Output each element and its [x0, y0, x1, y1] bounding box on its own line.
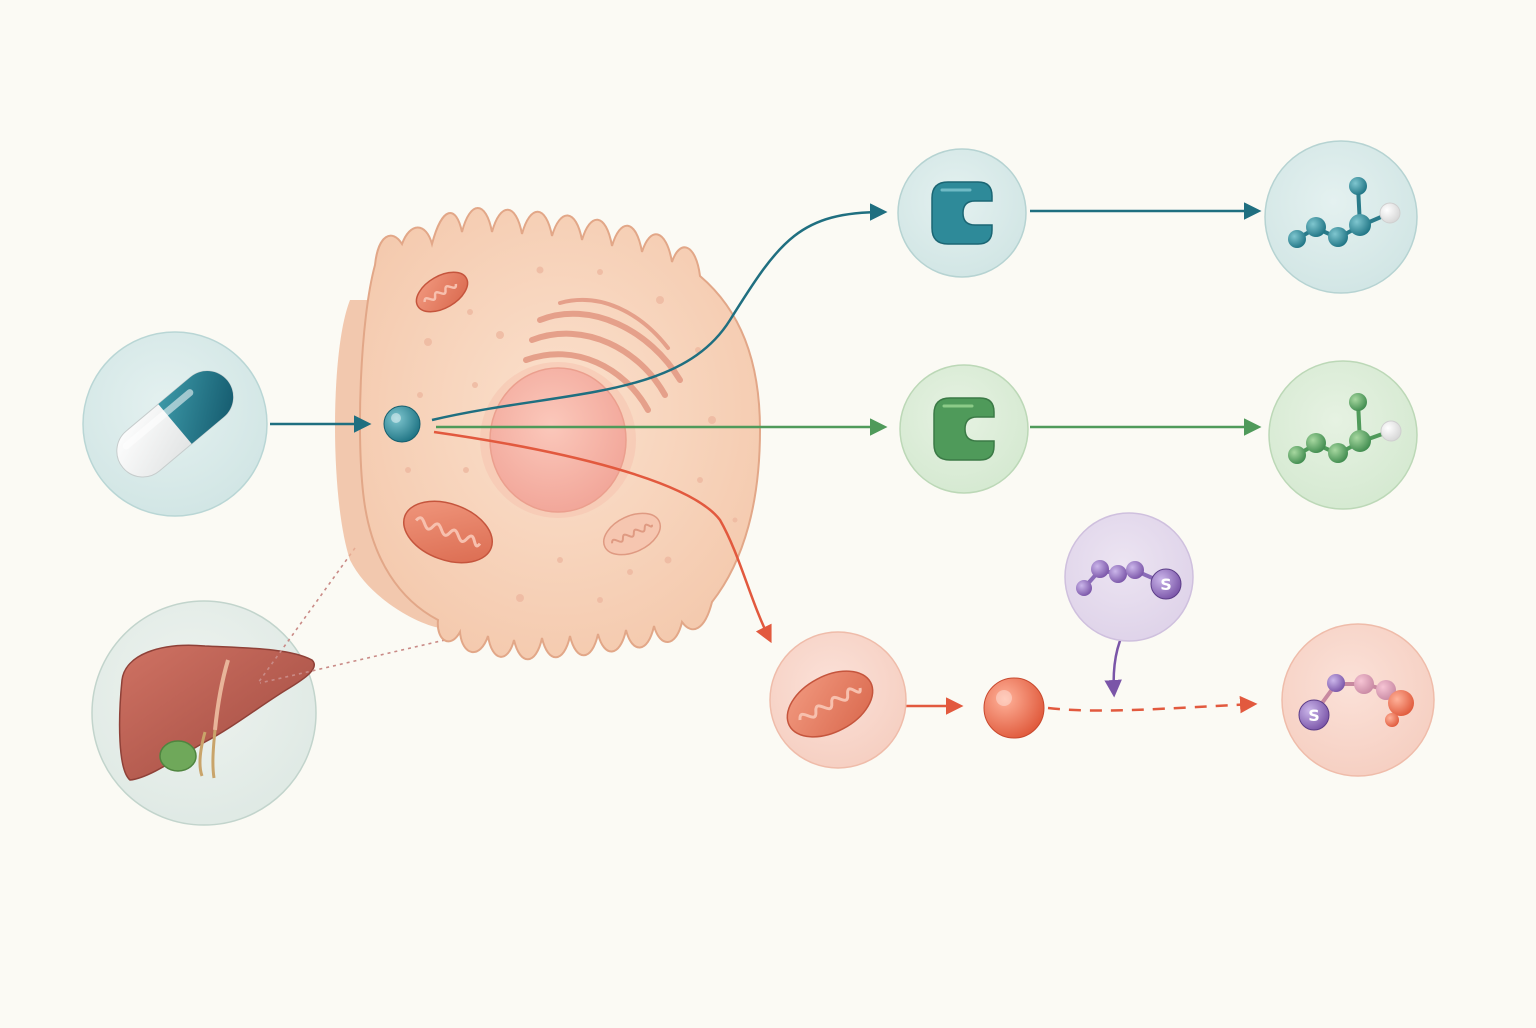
- metabolite-2-node: [1268, 360, 1418, 510]
- arrow-intermediate-to-conjugate: [1047, 695, 1258, 714]
- mitochondrion-top: [415, 271, 469, 313]
- metabolite-1-node: [1264, 140, 1418, 294]
- liver-node: [91, 600, 317, 826]
- enzyme-2-node: [899, 364, 1029, 494]
- sulfur-donor-node: S: [1064, 512, 1194, 642]
- mitochondrion-icon: [786, 670, 874, 738]
- sulfate-symbol: S: [1160, 575, 1172, 594]
- conjugate-sulfate-symbol: S: [1308, 706, 1320, 725]
- sulfur-molecule-icon: S: [1076, 560, 1182, 600]
- nucleus: [480, 362, 636, 518]
- pathway-arrows: [270, 202, 1262, 715]
- cytoplasm-granules: [405, 266, 738, 603]
- arrow-to-mitochondrion: [433, 430, 772, 644]
- drug-molecule: [383, 405, 421, 443]
- molecule-atoms: [1288, 393, 1371, 464]
- drug-node: [82, 331, 268, 517]
- mitochondrion-right: [603, 512, 661, 556]
- golgi-apparatus: [523, 298, 683, 413]
- molecule-atoms: [1288, 177, 1371, 248]
- liver-icon: [118, 644, 315, 781]
- conjugate-node: S: [1281, 623, 1435, 777]
- capsule-icon: [116, 370, 234, 478]
- enzyme-1-node: [897, 148, 1027, 278]
- enzyme-c-icon: [933, 397, 995, 461]
- reactive-intermediate: [983, 677, 1045, 739]
- mitochondrion-bottom: [402, 500, 494, 564]
- mitochondrion-node: [769, 631, 907, 769]
- arrow-to-enzyme-1: [431, 203, 888, 422]
- enzyme-c-icon: [931, 181, 993, 245]
- conjugate-molecule-icon: S: [1298, 674, 1414, 731]
- hepatocyte-cell: [335, 207, 762, 661]
